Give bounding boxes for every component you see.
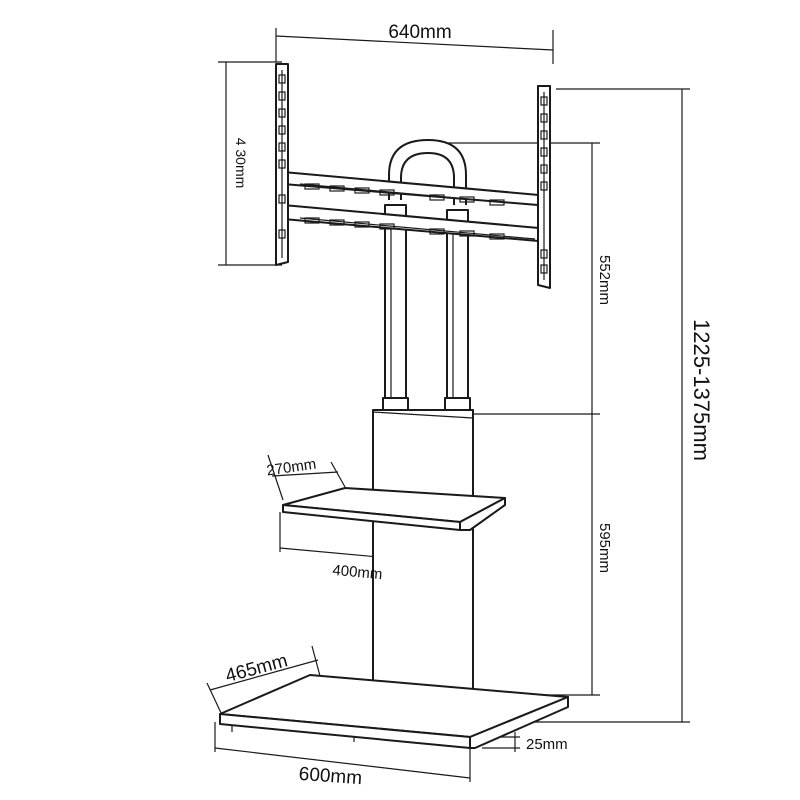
base-plate [219, 674, 569, 749]
left-column [384, 204, 407, 416]
label-height-total: 1225-1375mm [689, 319, 714, 461]
label-base-thickness: 25mm [526, 736, 568, 753]
mount-rail-slots [304, 183, 505, 240]
dim-line-width-top [275, 35, 554, 51]
label-base-depth: 465mm [223, 650, 290, 687]
upright-columns [382, 204, 471, 416]
label-base-width: 600mm [298, 764, 363, 789]
dim-line-base-depth [209, 659, 319, 691]
dim-line-base-width [214, 747, 471, 779]
label-vesa-height: 4 30mm [233, 138, 249, 189]
middle-shelf [282, 487, 506, 531]
right-column [446, 209, 469, 416]
label-shelf-depth: 270mm [265, 456, 317, 480]
dimension-lines [209, 35, 683, 779]
right-arm-holes [540, 96, 548, 274]
vesa-mount [275, 63, 551, 289]
label-shelf-width: 400mm [332, 562, 383, 583]
dim-line-shelf-depth [271, 471, 339, 477]
label-height-upper: 552mm [596, 255, 613, 305]
left-arm-holes [278, 74, 286, 239]
label-width-top: 640mm [388, 22, 451, 43]
column-housing [372, 409, 474, 699]
label-height-lower: 595mm [596, 523, 613, 573]
